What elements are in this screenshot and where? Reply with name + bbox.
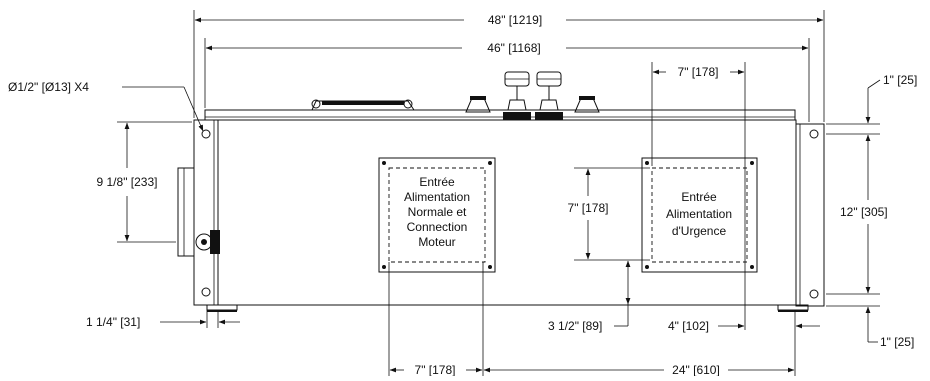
- normal-label-line-1: Entrée: [419, 175, 455, 189]
- dim-left-height: 9 1/8" [233]: [97, 121, 192, 243]
- dim-box-left-width: 7" [178]: [388, 262, 484, 377]
- dim-left-foot: 1 1/4" [31]: [86, 310, 240, 329]
- dim-span-label: 24" [610]: [672, 363, 720, 376]
- normal-label-line-2: Alimentation: [404, 190, 470, 204]
- knob-left: [465, 96, 491, 113]
- emergency-label-line-3: d'Urgence: [672, 224, 727, 238]
- left-flange: [193, 119, 219, 306]
- dim-left-height-label: 9 1/8" [233]: [97, 175, 158, 189]
- dim-right-top-offset-label: 1" [25]: [883, 73, 917, 87]
- dim-inner-width: 46" [1168]: [204, 38, 810, 122]
- dim-box-right-width-label: 7" [178]: [678, 65, 719, 79]
- hole-callout-label: Ø1/2" [Ø13] X4: [8, 80, 89, 94]
- dim-right-height: 12" [305]: [826, 134, 888, 295]
- handle-left: [311, 99, 415, 111]
- dim-inner-width-label: 46" [1168]: [487, 41, 540, 55]
- normal-label-line-4: Connection: [407, 220, 468, 234]
- knob-right: [574, 96, 600, 113]
- knockout-box-normal: Entrée Alimentation Normale et Connectio…: [378, 157, 496, 273]
- dim-right-edge-offset-label: 4" [102]: [668, 319, 709, 333]
- top-cover: [204, 109, 796, 121]
- emergency-label-line-1: Entrée: [681, 190, 717, 204]
- dim-right-bottom-offset-label: 1" [25]: [880, 335, 914, 349]
- selector-switches: [503, 71, 563, 120]
- right-flange: [795, 123, 825, 307]
- dim-box-right-width: 7" [178]: [651, 62, 746, 330]
- dim-left-foot-label: 1 1/4" [31]: [86, 315, 140, 329]
- dim-right-height-label: 12" [305]: [840, 205, 888, 219]
- dim-right-bottom-offset: 1" [25]: [826, 305, 914, 349]
- dim-box-right-height-label: 7" [178]: [568, 201, 609, 215]
- knockout-box-emergency: Entrée Alimentation d'Urgence: [641, 157, 758, 273]
- dim-box-left-width-label: 7" [178]: [415, 363, 456, 376]
- dim-hole-callout: Ø1/2" [Ø13] X4: [8, 80, 204, 132]
- dim-right-top-offset: 1" [25]: [826, 73, 917, 135]
- dim-overall-width-label: 48" [1219]: [488, 13, 542, 27]
- dim-overall-width: 48" [1219]: [193, 10, 825, 122]
- dim-right-edge-offset: 4" [102]: [668, 310, 820, 376]
- dim-span: 24" [610]: [483, 363, 795, 377]
- emergency-label-line-2: Alimentation: [666, 207, 732, 221]
- dim-box-right-height: 7" [178]: [568, 167, 650, 261]
- dim-box-bottom-offset-label: 3 1/2" [89]: [548, 319, 602, 333]
- left-handle-bracket: [177, 167, 220, 257]
- dim-box-bottom-offset: 3 1/2" [89]: [548, 260, 631, 333]
- normal-label-line-3: Normale et: [408, 205, 467, 219]
- feet: [206, 304, 809, 312]
- normal-label-line-5: Moteur: [418, 235, 455, 249]
